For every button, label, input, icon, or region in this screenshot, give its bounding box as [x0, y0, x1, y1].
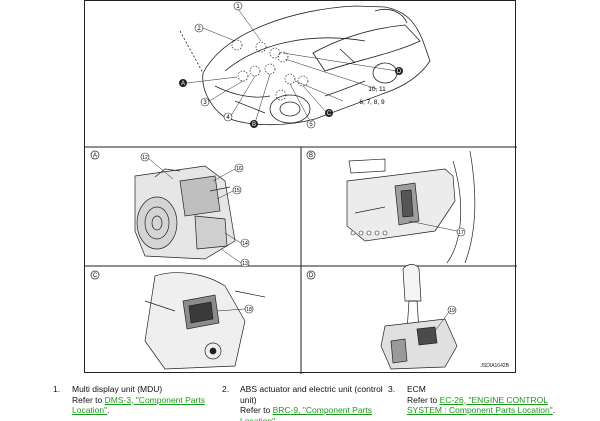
callout-3	[200, 97, 210, 107]
figure-id: JSDIA1642B	[480, 363, 509, 369]
component-legend: 1. Multi display unit (MDU) Refer to DMS…	[0, 384, 600, 421]
panel-d-label: D	[309, 273, 314, 279]
legend-suffix: .	[107, 405, 110, 415]
callout-a-top	[179, 79, 187, 87]
legend-item-name: ECM	[407, 384, 426, 394]
callout-c-top	[325, 109, 333, 117]
callout-14-label: 14	[242, 241, 248, 247]
panel-c: C 18	[90, 270, 266, 370]
brc-9-component-link[interactable]: BRC-9, "Component Parts Location"	[240, 405, 373, 421]
callout-1-label: 1	[236, 4, 240, 10]
component-markers	[231, 39, 309, 101]
panel-b: B 17	[306, 150, 476, 264]
legend-suffix: .	[552, 405, 556, 415]
callout-a-top-label: A	[181, 81, 185, 87]
panel-a: A 12 16	[90, 150, 250, 268]
leader-lines	[186, 8, 398, 124]
callout-b-top	[250, 120, 258, 128]
callout-3-label: 3	[203, 100, 207, 106]
callout-d-top	[395, 67, 403, 75]
legend-item-number: 1.	[53, 384, 61, 394]
callout-19-label: 19	[449, 308, 455, 314]
callout-b-top-label: B	[252, 122, 256, 128]
callout-10-11-label: 10, 11	[368, 86, 386, 93]
callout-c-top-label: C	[327, 111, 332, 117]
callout-16-label: 16	[236, 166, 242, 172]
panel-a-label: A	[93, 153, 97, 159]
callout-5-label: 5	[309, 122, 313, 128]
callout-2	[194, 23, 204, 33]
legend-suffix: .	[275, 415, 278, 421]
legend-item-name: ABS actuator and electric unit (control …	[240, 384, 383, 405]
callout-4	[223, 112, 233, 122]
diagram-canvas: 1 2 A 3 4 B 5 C 6, 7, 8, 9 10, 11 D A	[85, 1, 517, 374]
callout-18-label: 18	[246, 307, 252, 313]
ec-26-component-link[interactable]: EC-26, "ENGINE CONTROL SYSTEM : Componen…	[407, 394, 553, 416]
panel-d: D 19	[306, 264, 458, 370]
callout-d-top-label: D	[397, 69, 402, 75]
callout-4-label: 4	[226, 115, 230, 121]
callout-6-9-label: 6, 7, 8, 9	[359, 99, 385, 106]
panel-c-label: C	[93, 273, 98, 279]
legend-refer-text: Refer to	[240, 405, 271, 415]
legend-item-name: Multi display unit (MDU)	[72, 384, 163, 394]
callout-5	[306, 119, 316, 129]
callout-17-label: 17	[458, 230, 464, 236]
dms-3-component-link[interactable]: DMS-3, "Component Parts Location"	[72, 394, 205, 416]
legend-item-number: 3.	[388, 384, 396, 394]
callout-12-label: 12	[142, 155, 148, 161]
top-callouts: 1 2 A 3 4 B 5 C 6, 7, 8, 9 10, 11 D	[179, 1, 403, 129]
callout-15-label: 15	[234, 188, 240, 194]
callout-1	[233, 1, 243, 11]
component-location-figure: 1 2 A 3 4 B 5 C 6, 7, 8, 9 10, 11 D A	[84, 0, 517, 374]
callout-2-label: 2	[197, 26, 201, 32]
callout-13-label: 13	[242, 261, 248, 267]
panel-b-label: B	[309, 153, 313, 159]
legend-item-number: 2.	[222, 384, 230, 394]
legend-refer-text: Refer to	[72, 394, 103, 405]
legend-refer-text: Refer to	[407, 394, 438, 405]
